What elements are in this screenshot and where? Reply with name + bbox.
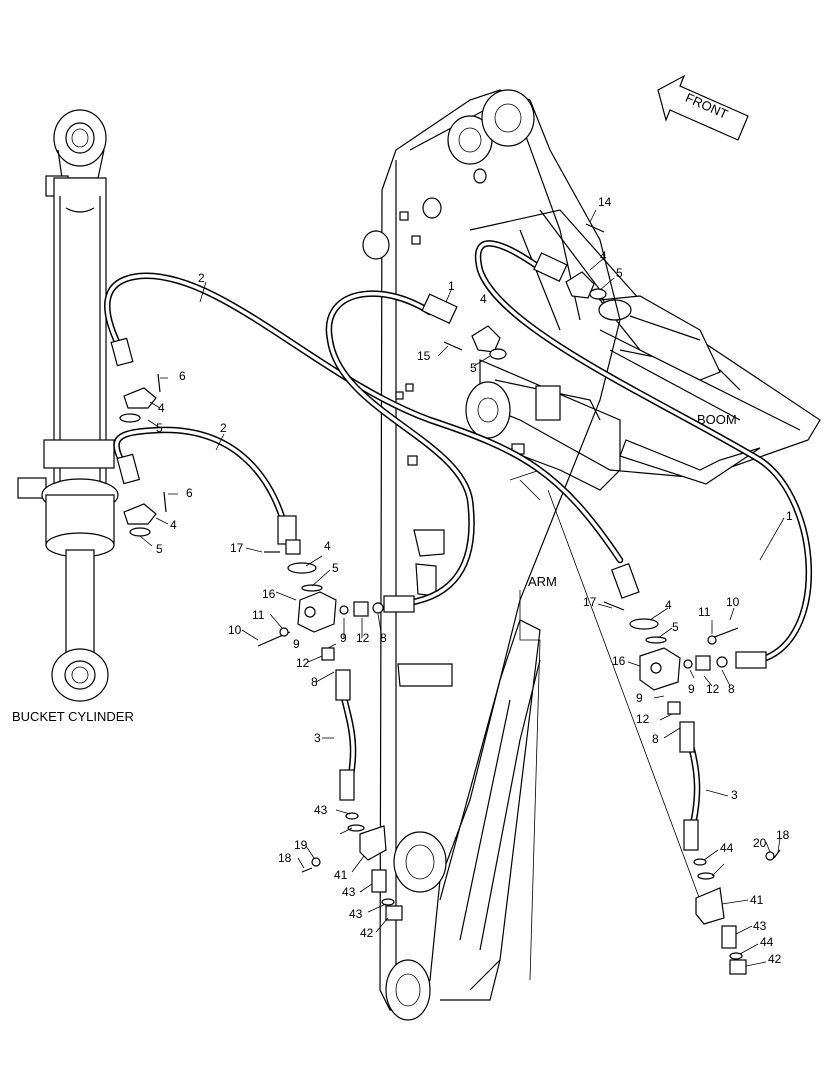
callout-43: 44 xyxy=(720,841,734,855)
callout-43: 43 xyxy=(349,907,363,921)
callout-4: 4 xyxy=(480,292,487,306)
callout-8: 8 xyxy=(652,732,659,746)
front-direction-arrow: FRONT xyxy=(657,74,749,141)
callout-5: 5 xyxy=(616,266,623,280)
callout-5: 5 xyxy=(332,561,339,575)
hose-1-right xyxy=(474,240,813,669)
callout-labels: 2 2 1 1 3 3 14 4 5 4 15 5 6 4 5 6 4 5 17… xyxy=(156,195,793,966)
callout-42: 43 xyxy=(342,885,356,899)
callout-17: 18 xyxy=(776,828,790,842)
callout-18: 20 xyxy=(753,836,767,850)
callout-8: 8 xyxy=(728,682,735,696)
callout-16: 17 xyxy=(583,595,597,609)
callout-4: 4 xyxy=(665,598,672,612)
callout-4: 4 xyxy=(600,249,607,263)
callout-4: 4 xyxy=(324,539,331,553)
callout-10: 10 xyxy=(228,623,242,637)
callout-2: 2 xyxy=(220,421,227,435)
hose-3-right xyxy=(679,721,701,851)
callout-5: 5 xyxy=(470,361,477,375)
callout-12: 12 xyxy=(356,631,370,645)
callout-43: 43 xyxy=(314,803,328,817)
callout-1: 1 xyxy=(448,279,455,293)
callout-9: 9 xyxy=(688,682,695,696)
callout-9: 9 xyxy=(636,691,643,705)
hose-3-left xyxy=(335,669,357,801)
bucket-cylinder: BUCKET CYLINDER xyxy=(12,109,134,724)
callout-1: 1 xyxy=(786,509,793,523)
callout-6: 6 xyxy=(186,486,193,500)
callout-14: 16 xyxy=(262,587,276,601)
bucket-cylinder-label: BUCKET CYLINDER xyxy=(12,709,134,724)
callout-17: 18 xyxy=(278,851,292,865)
arm: ARM xyxy=(362,89,701,1021)
callout-5: 5 xyxy=(156,421,163,435)
boom: BOOM xyxy=(469,209,821,485)
callout-6: 6 xyxy=(179,369,186,383)
callout-3: 3 xyxy=(314,731,321,745)
callout-11: 11 xyxy=(252,608,265,622)
callout-13: 15 xyxy=(417,349,431,363)
callout-8: 8 xyxy=(380,631,387,645)
callout-16: 17 xyxy=(230,541,244,555)
callout-4: 4 xyxy=(170,518,177,532)
blocks-and-fittings xyxy=(119,223,781,975)
callout-41: 42 xyxy=(768,952,782,966)
callout-12: 12 xyxy=(706,682,720,696)
callout-19: 41 xyxy=(334,868,348,882)
callout-4: 4 xyxy=(158,401,165,415)
hose-2-upper xyxy=(104,272,640,599)
hose-2-lower xyxy=(113,426,297,545)
callout-43: 44 xyxy=(760,935,774,949)
callout-9: 9 xyxy=(293,637,300,651)
callout-10: 10 xyxy=(726,595,740,609)
callout-1: 2 xyxy=(198,271,205,285)
callout-13: 14 xyxy=(598,195,612,209)
callout-41: 42 xyxy=(360,926,374,940)
callout-12: 12 xyxy=(296,656,310,670)
callout-20: 41 xyxy=(750,893,764,907)
callout-9: 9 xyxy=(340,631,347,645)
callout-5: 5 xyxy=(156,542,163,556)
callout-12: 12 xyxy=(636,712,650,726)
boom-label: BOOM xyxy=(697,412,737,427)
callout-5: 5 xyxy=(672,620,679,634)
arm-label: ARM xyxy=(528,574,557,589)
callout-3: 3 xyxy=(731,788,738,802)
hose-1-left xyxy=(325,290,475,613)
callout-18: 19 xyxy=(294,838,308,852)
callout-8: 8 xyxy=(311,675,318,689)
leader-lines xyxy=(139,209,785,967)
callout-11: 11 xyxy=(698,605,711,619)
callout-42: 43 xyxy=(753,919,767,933)
callout-15: 16 xyxy=(612,654,626,668)
